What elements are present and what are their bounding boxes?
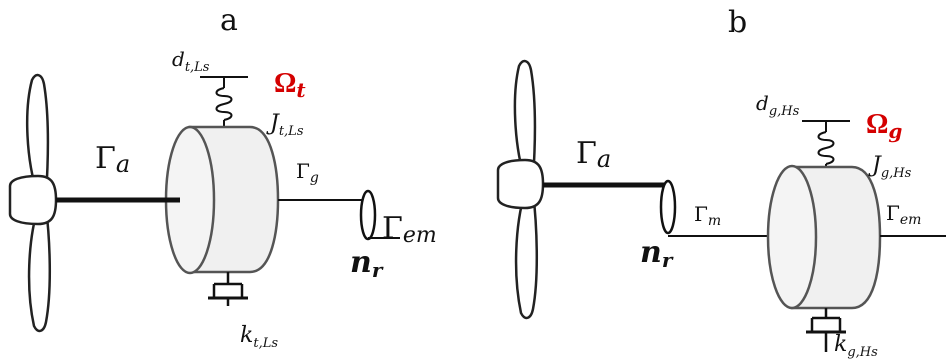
em-torque-label-a: Γem xyxy=(382,211,437,248)
damper-a-icon xyxy=(200,76,248,130)
inertia-label-b: Jg,Hs xyxy=(868,153,912,181)
stiffness-label-a: kt,Ls xyxy=(240,323,278,351)
inertia-label-a: Jt,Ls xyxy=(266,111,304,139)
gear-ratio-label-a: nr xyxy=(350,245,384,282)
rotor-a-icon xyxy=(8,73,58,333)
gear-ratio-label-b: nr xyxy=(640,235,674,272)
aero-torque-label-a: Γa xyxy=(95,141,130,178)
mech-torque-label-b: Γm xyxy=(694,202,721,229)
damping-label-b: dg,Hs xyxy=(756,91,800,119)
rotor-b-icon xyxy=(496,59,545,320)
speed-label-a: Ωt xyxy=(274,68,306,102)
inertia-cylinder-a xyxy=(164,125,280,275)
shaft-torque-label-a: Γg xyxy=(296,159,319,186)
stiffness-label-b: kg,Hs xyxy=(834,332,878,360)
em-torque-label-b: Γem xyxy=(886,201,921,228)
stiffness-b-icon xyxy=(806,308,846,352)
speed-label-b: Ωg xyxy=(866,109,902,143)
damping-label-a: dt,Ls xyxy=(172,47,210,75)
inertia-cylinder-b xyxy=(766,164,882,310)
stiffness-a-icon xyxy=(208,272,248,306)
gear-ratio-b-icon xyxy=(659,179,677,235)
aero-torque-label-b: Γa xyxy=(576,136,611,173)
gear-ratio-a-icon xyxy=(359,189,377,241)
panel-b-letter: b xyxy=(728,5,747,40)
damper-b-icon xyxy=(802,120,850,170)
panel-a: a Γa dt,Ls Ωt xyxy=(8,3,437,351)
panel-b: b Γa Γm nr dg,Hs Ω xyxy=(496,5,946,360)
panel-a-letter: a xyxy=(220,3,238,38)
